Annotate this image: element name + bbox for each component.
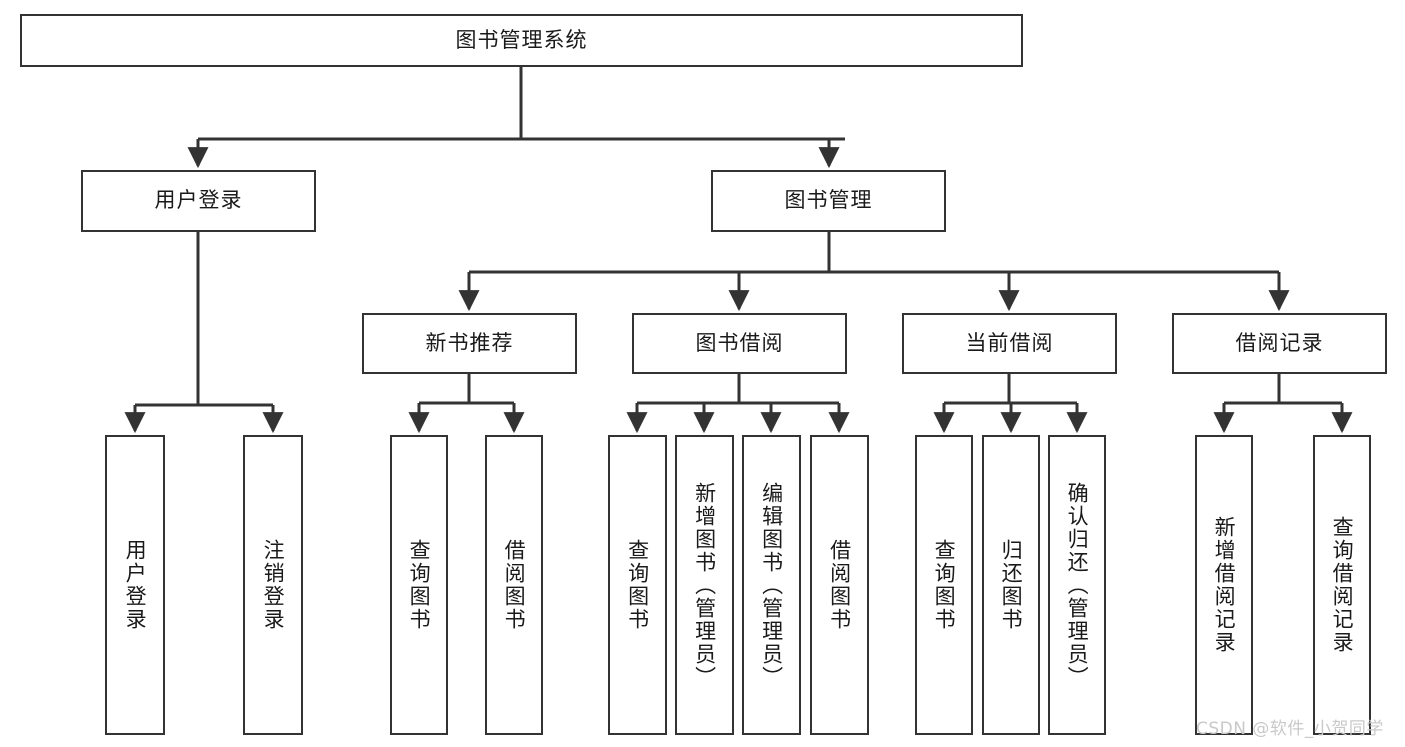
node-leaf-edit-book-admin-label: 编辑图书（管理员） (759, 481, 784, 689)
node-leaf-query-book-2-label: 查询图书 (625, 539, 650, 631)
node-leaf-logout[interactable]: 注销登录 (243, 435, 303, 735)
node-leaf-user-login[interactable]: 用户登录 (105, 435, 165, 735)
node-leaf-query-book-1[interactable]: 查询图书 (390, 435, 448, 735)
node-leaf-user-login-label: 用户登录 (123, 539, 148, 631)
node-leaf-borrow-book-1[interactable]: 借阅图书 (485, 435, 543, 735)
node-leaf-borrow-book-2[interactable]: 借阅图书 (810, 435, 869, 735)
node-leaf-return-book-label: 归还图书 (999, 539, 1024, 631)
node-user-login-label: 用户登录 (154, 188, 243, 213)
node-current-borrow-label: 当前借阅 (965, 330, 1054, 355)
csdn-watermark: CSDN @软件_小贺同学 (1196, 719, 1384, 739)
node-book-borrow[interactable]: 图书借阅 (632, 313, 847, 374)
node-leaf-add-borrow-record-label: 新增借阅记录 (1212, 516, 1237, 654)
node-leaf-query-borrow-record[interactable]: 查询借阅记录 (1313, 435, 1371, 735)
node-leaf-query-book-3[interactable]: 查询图书 (915, 435, 973, 735)
node-current-borrow[interactable]: 当前借阅 (902, 313, 1117, 374)
node-leaf-query-borrow-record-label: 查询借阅记录 (1330, 516, 1355, 654)
node-new-book-recommend[interactable]: 新书推荐 (362, 313, 577, 374)
node-leaf-return-book[interactable]: 归还图书 (982, 435, 1040, 735)
node-root-label: 图书管理系统 (455, 27, 588, 52)
node-book-management-label: 图书管理 (784, 188, 873, 213)
node-borrow-record-label: 借阅记录 (1235, 330, 1324, 355)
node-leaf-query-book-2[interactable]: 查询图书 (608, 435, 667, 735)
node-leaf-edit-book-admin[interactable]: 编辑图书（管理员） (742, 435, 801, 735)
node-leaf-add-book-admin[interactable]: 新增图书（管理员） (675, 435, 734, 735)
node-leaf-confirm-return-admin-label: 确认归还（管理员） (1065, 481, 1090, 689)
node-leaf-borrow-book-2-label: 借阅图书 (827, 539, 852, 631)
node-book-management[interactable]: 图书管理 (711, 170, 946, 232)
node-leaf-add-borrow-record[interactable]: 新增借阅记录 (1195, 435, 1253, 735)
node-user-login[interactable]: 用户登录 (81, 170, 316, 232)
node-leaf-logout-label: 注销登录 (261, 539, 286, 631)
node-book-borrow-label: 图书借阅 (695, 330, 784, 355)
node-root[interactable]: 图书管理系统 (20, 14, 1023, 67)
node-new-book-recommend-label: 新书推荐 (425, 330, 514, 355)
node-leaf-borrow-book-1-label: 借阅图书 (502, 539, 527, 631)
node-borrow-record[interactable]: 借阅记录 (1172, 313, 1387, 374)
node-leaf-add-book-admin-label: 新增图书（管理员） (692, 481, 717, 689)
node-leaf-confirm-return-admin[interactable]: 确认归还（管理员） (1048, 435, 1106, 735)
node-leaf-query-book-3-label: 查询图书 (932, 539, 957, 631)
node-leaf-query-book-1-label: 查询图书 (407, 539, 432, 631)
